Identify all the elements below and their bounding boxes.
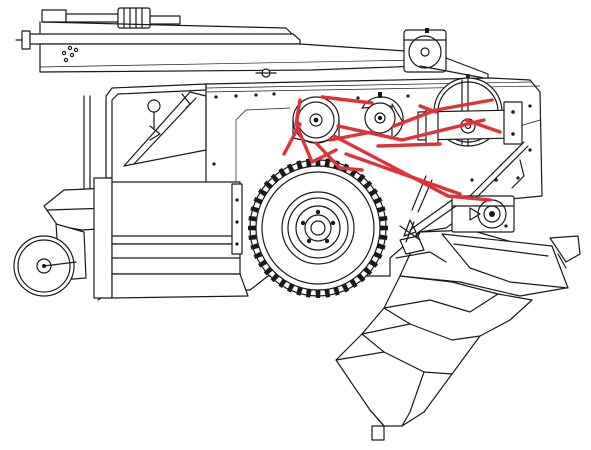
belt-segment [392,98,494,128]
strap-tail [149,15,181,25]
belt-segment [376,142,442,148]
housing-front-panel [93,177,113,299]
lug-nut [324,238,330,244]
discharge-chute [335,229,581,441]
idler-pulley [361,92,405,139]
drive-wheel [248,158,388,298]
tension-roller-hub [420,47,430,57]
chute-lip [441,233,569,289]
tensioner-clip [425,109,439,145]
drive-belts [282,95,502,202]
belt-segment [418,104,438,114]
upper-handle-assembly [15,7,489,85]
caster-hub [36,258,52,274]
lug-nut [330,220,336,226]
tensioner-block [503,101,523,145]
wheel-hub [304,214,332,242]
bolt-hole [73,47,79,53]
chute-foot [371,425,385,441]
handle-grip [21,30,31,50]
arm-side-plate [39,43,421,73]
motor-box-lower [111,243,241,275]
top-bolt [425,28,429,33]
bolt-hole [69,52,75,58]
belt-segment [314,141,364,172]
tension-roller [408,35,442,69]
top-strap [65,13,119,23]
lug-nut [306,238,312,244]
belt-segment [336,118,486,142]
inner-bracket [123,91,207,167]
bolt-hole [61,50,67,56]
belt-segment [344,152,462,196]
bolt-hole [67,45,73,51]
belt-segment [294,98,338,164]
belt-segment [464,118,502,134]
housing-flange [231,183,243,255]
lug-nut [300,220,306,226]
upper-arm-beam [29,33,301,45]
housing-skirt [111,273,249,299]
motor-box-upper [111,181,241,245]
motor-housing [93,177,249,299]
lug-nut [315,209,321,215]
belt-segment [320,95,374,105]
bolt-hole [63,57,69,63]
belt-segment [332,134,492,202]
belt-segment [282,122,302,156]
auger-pulley [451,195,515,233]
top-clamp-block [41,9,67,23]
chute-body [335,275,533,427]
tube-frame [105,83,207,179]
pivot-knob [147,99,161,113]
chute-side-bracket [549,235,581,263]
spring-rod [469,141,529,199]
